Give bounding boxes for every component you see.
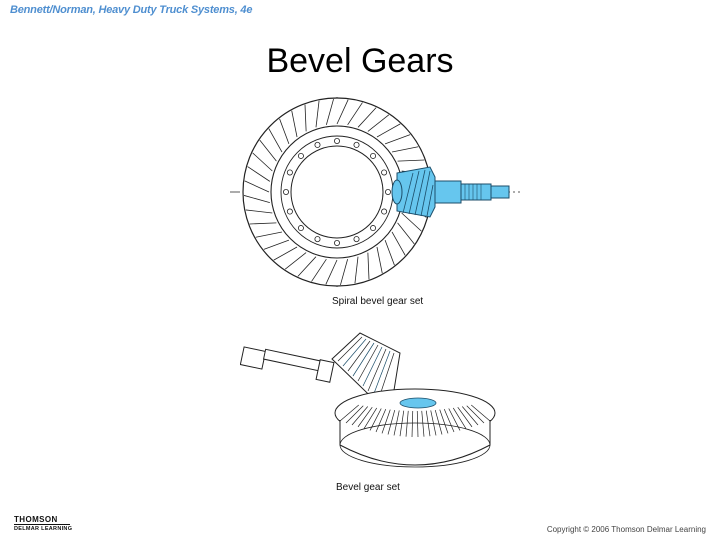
logo-divider (14, 524, 70, 525)
slide-title: Bevel Gears (266, 42, 454, 80)
book-header: Bennett/Norman, Heavy Duty Truck Systems… (10, 4, 253, 16)
figure-caption-spiral: Spiral bevel gear set (332, 296, 424, 307)
bevel-gear-illustration (240, 332, 496, 468)
spiral-bevel-gear-illustration (230, 97, 520, 290)
publisher-logo: THOMSON (14, 515, 58, 524)
copyright-notice: Copyright © 2006 Thomson Delmar Learning (546, 525, 706, 534)
figure-caption-bevel: Bevel gear set (336, 482, 400, 493)
publisher-logo-subtitle: DELMAR LEARNING (14, 526, 73, 532)
